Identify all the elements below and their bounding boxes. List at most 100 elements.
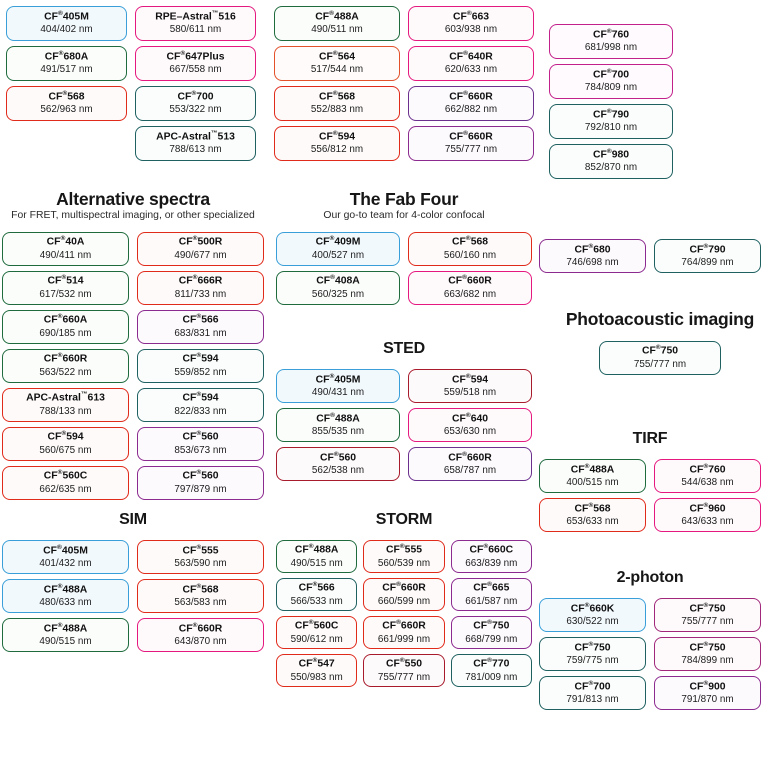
dye-ex-em-value: 759/775 nm (566, 655, 619, 667)
trademark-mark: ® (57, 543, 62, 551)
trademark-mark: ® (330, 274, 335, 282)
dye-ex-em-value: 544/638 nm (681, 477, 734, 489)
dye-ex-em-value: 755/777 nm (681, 616, 734, 628)
dye-name: CF®660R (382, 581, 426, 594)
trademark-mark: ® (399, 543, 405, 551)
dye-name: CF®700 (177, 90, 214, 103)
dye-ex-em-value: 855/535 nm (311, 426, 365, 438)
trademark-mark: ® (57, 352, 63, 360)
dye-ex-em-value: 822/833 nm (174, 405, 227, 417)
trademark-mark: ® (465, 372, 471, 380)
dye-name: CF®594 (47, 430, 84, 443)
trademark-mark: ® (584, 601, 590, 609)
trademark-mark: ® (396, 619, 401, 627)
dye-name: CF®660C (469, 543, 514, 556)
trademark-mark: ® (466, 10, 472, 18)
dye-name: CF®680 (574, 242, 611, 256)
dye-ex-em-value: 590/612 nm (290, 633, 343, 645)
dye-ex-em-value: 517/544 nm (310, 64, 364, 76)
dye-name: CF®594 (451, 372, 489, 386)
dye-ex-em-value: 401/432 nm (39, 558, 92, 570)
